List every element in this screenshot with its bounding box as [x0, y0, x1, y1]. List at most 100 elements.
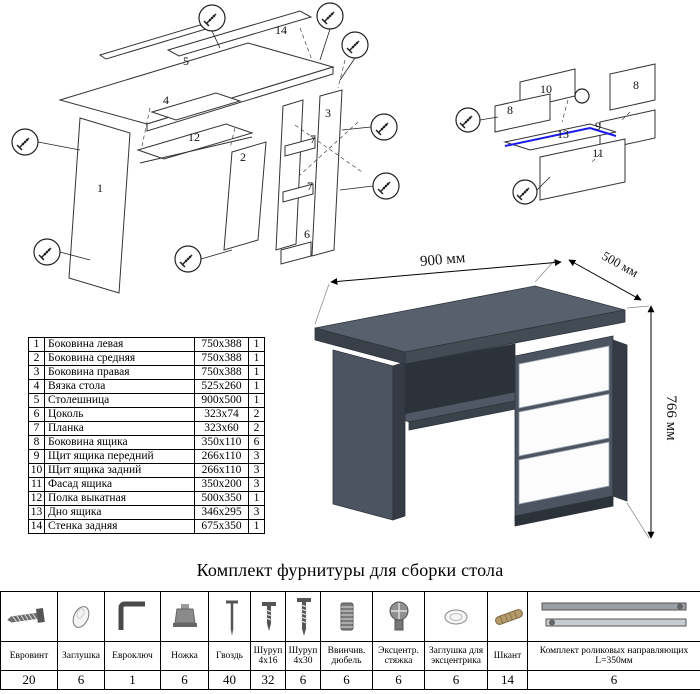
euro-screw-icon	[7, 607, 45, 623]
hardware-icons-row	[0, 591, 700, 642]
part-number: 7	[28, 421, 45, 436]
hardware-qty: 6	[285, 670, 321, 690]
width-dimension-label: 900 мм	[419, 250, 466, 270]
wood-dowel-icon	[495, 608, 523, 625]
drawer-facade-part	[539, 138, 626, 201]
socle-part	[280, 241, 312, 265]
hardware-name: Гвоздь	[208, 641, 251, 671]
hardware-icon-cell	[320, 591, 373, 642]
part-label: 11	[592, 146, 604, 160]
part-qty: 2	[248, 421, 265, 436]
nail-icon	[226, 600, 238, 636]
hardware-icon-cell	[372, 591, 425, 642]
desk-3d-render: 900 мм 500 мм 766 мм	[314, 248, 679, 539]
hardware-qty: 6	[160, 670, 209, 690]
part-size: 346х295	[194, 505, 249, 520]
part-name: Столешница	[44, 393, 195, 408]
part-number: 11	[28, 477, 45, 492]
part-size: 500х350	[194, 491, 249, 506]
part-qty: 3	[248, 449, 265, 464]
part-qty: 1	[248, 519, 265, 534]
part-name: Вязка стола	[44, 379, 195, 394]
part-qty: 3	[248, 463, 265, 478]
plug-cap-icon	[72, 605, 90, 628]
cam-cap-icon	[444, 609, 468, 624]
part-qty: 3	[248, 505, 265, 520]
keyboard-shelf-part	[136, 123, 254, 160]
drawer-parts-group	[494, 63, 656, 201]
part-name: Боковина левая	[44, 337, 195, 352]
part-name: Дно ящика	[44, 505, 195, 520]
hardware-kit-table: Евровинт Заглушка Евроключ Ножка Гвоздь …	[0, 591, 700, 690]
part-number: 3	[28, 365, 45, 380]
drawer-front	[518, 393, 610, 457]
part-label: 3	[325, 106, 331, 120]
part-name: Фасад ящика	[44, 477, 195, 492]
hardware-icon-cell	[285, 591, 321, 642]
hardware-qty: 20	[0, 670, 58, 690]
part-size: 525х260	[194, 379, 249, 394]
part-qty: 3	[248, 477, 265, 492]
hex-key-icon	[118, 601, 145, 630]
part-qty: 1	[248, 365, 265, 380]
hardware-names-row: Евровинт Заглушка Евроключ Ножка Гвоздь …	[0, 641, 700, 671]
desk-parts-group	[58, 10, 343, 294]
part-name: Планка	[44, 421, 195, 436]
part-label: 7	[310, 132, 316, 146]
part-size: 323х60	[194, 421, 249, 436]
hardware-icon-cell	[527, 591, 700, 642]
hardware-kit-title: Комплект фурнитуры для сборки стола	[196, 560, 504, 580]
width-dimension-arrow	[330, 259, 562, 285]
hardware-icon-cell	[208, 591, 251, 642]
part-size: 750х388	[194, 351, 249, 366]
hardware-icon-cell	[487, 591, 528, 642]
dimension-labels: 900 мм 500 мм 766 мм	[419, 248, 679, 441]
plank-part	[282, 183, 314, 203]
dimension-lines	[330, 259, 655, 539]
hardware-qty: 14	[487, 670, 528, 690]
part-number: 4	[28, 379, 45, 394]
part-qty: 1	[248, 337, 265, 352]
part-qty: 1	[248, 393, 265, 408]
part-label: 13	[557, 127, 569, 141]
furniture-leg-icon	[172, 603, 197, 627]
part-label: 9	[595, 119, 601, 133]
hardware-qty: 6	[320, 670, 373, 690]
drawer-front	[518, 345, 610, 409]
depth-dimension-arrow	[568, 259, 642, 301]
part-label: 7	[307, 179, 313, 193]
part-label: 8	[633, 78, 639, 92]
desk-exploded-diagram: 14 5 4 1 12 2 3 7 7 6	[11, 2, 400, 294]
hardware-qty: 1	[104, 670, 161, 690]
screw-short-icon	[262, 601, 276, 631]
drawer-side-part	[494, 93, 551, 133]
middle-side-part	[223, 141, 267, 251]
part-number: 1	[28, 337, 45, 352]
part-label: 12	[188, 130, 200, 144]
part-name: Боковина ящика	[44, 435, 195, 450]
plank-part	[284, 137, 316, 157]
drawer-front-part	[599, 109, 656, 151]
part-label: 5	[183, 54, 189, 68]
part-size: 750х388	[194, 365, 249, 380]
part-name: Цоколь	[44, 407, 195, 422]
part-name: Стенка задняя	[44, 519, 195, 534]
hardware-name: Эксцентр. стяжка	[372, 641, 425, 671]
hardware-icon-cell	[0, 591, 58, 642]
rail-part	[98, 24, 208, 60]
hardware-icon-cell	[250, 591, 286, 642]
part-size: 750х388	[194, 337, 249, 352]
back-panel-part	[166, 10, 313, 57]
hardware-name: Комплект роликовых направляющих L=350мм	[527, 641, 700, 671]
part-number-labels: 14 5 4 1 12 2 3 7 7 6	[97, 23, 331, 241]
part-number: 14	[28, 519, 45, 534]
drawer-bottom-highlight	[504, 126, 617, 147]
part-size: 323х74	[194, 407, 249, 422]
part-qty: 2	[248, 407, 265, 422]
